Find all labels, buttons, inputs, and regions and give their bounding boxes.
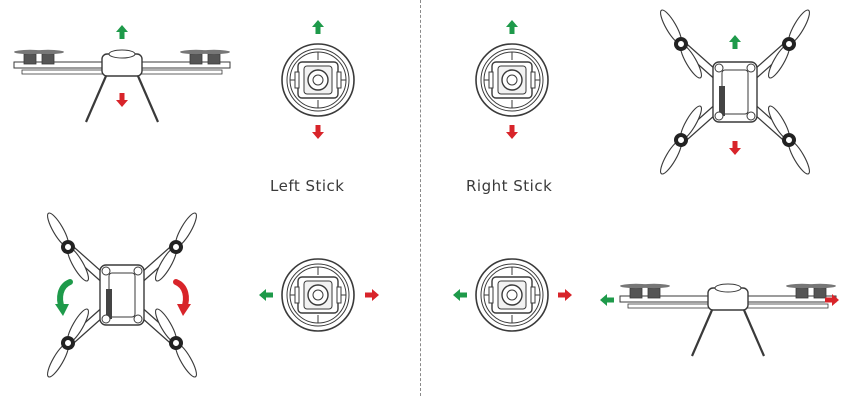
left-stick-horizontal <box>281 258 355 332</box>
arrow-right-right-stick <box>558 289 572 301</box>
right-stick-horizontal <box>475 258 549 332</box>
arrow-up-drone-tr <box>729 35 741 49</box>
yaw-right-arrow <box>173 279 191 316</box>
arrow-left-right-stick <box>453 289 467 301</box>
arrow-left-drone-br <box>600 294 614 306</box>
right-stick-label: Right Stick <box>466 177 553 195</box>
arrow-right-left-stick <box>365 289 379 301</box>
arrow-right-drone-br <box>825 294 839 306</box>
arrow-up-left-stick <box>312 20 324 34</box>
yaw-left-arrow <box>55 279 73 316</box>
arrow-down-drone-tr <box>729 141 741 155</box>
drone-top-right <box>660 9 810 175</box>
arrow-down-drone-tl <box>116 93 128 107</box>
arrow-down-right-stick <box>506 125 518 139</box>
drone-bottom-left <box>47 212 197 378</box>
arrow-down-left-stick <box>312 125 324 139</box>
center-divider <box>420 0 421 396</box>
drone-side-bottom-right <box>619 283 837 357</box>
arrow-left-left-stick <box>259 289 273 301</box>
drone-side-top-left <box>13 49 231 123</box>
arrow-up-drone-tl <box>116 25 128 39</box>
right-stick-vertical <box>475 43 549 117</box>
left-stick-vertical <box>281 43 355 117</box>
arrow-up-right-stick <box>506 20 518 34</box>
left-stick-label: Left Stick <box>270 177 345 195</box>
